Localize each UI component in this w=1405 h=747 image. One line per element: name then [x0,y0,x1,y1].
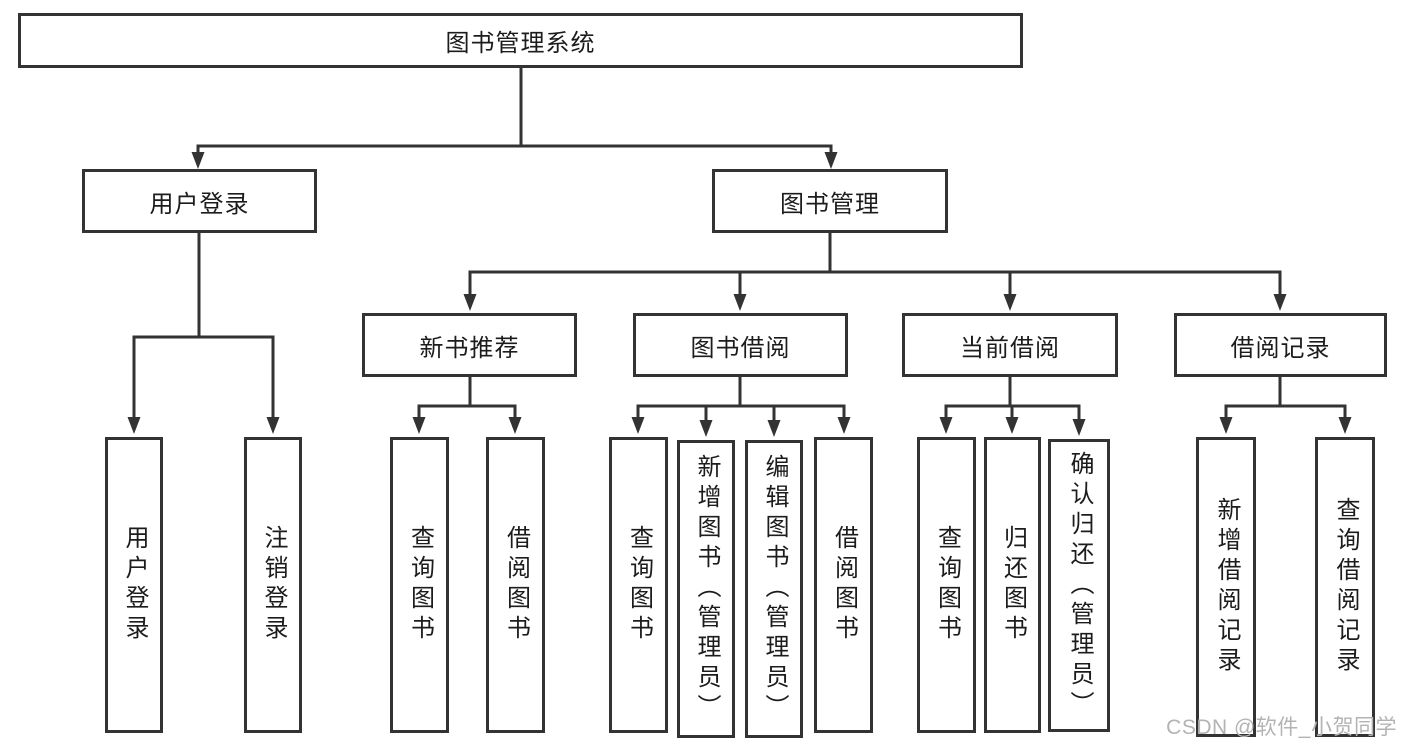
arrowhead-down-icon [939,417,953,434]
edge-current-borrowing-children [939,377,1086,436]
arrowhead-down-icon [1003,294,1017,311]
node-book-management: 图书管理 [712,169,948,233]
arrowhead-down-icon [1072,419,1086,436]
node-cb-confirm-return-admin: 确认归还（管理员） [1048,439,1110,732]
edge-root-to-level2 [191,68,838,169]
arrowhead-down-icon [1005,417,1019,434]
edge-book-borrowing-children [631,377,851,437]
node-cb-query-books: 查询图书 [917,437,976,733]
arrowhead-down-icon [191,152,205,169]
watermark: CSDN @软件_小贺同学 [1166,716,1397,739]
arrowhead-down-icon [837,417,851,434]
node-nbr-query-books: 查询图书 [390,437,449,733]
arrowhead-down-icon [412,417,426,434]
arrowhead-down-icon [699,420,713,437]
node-bb-edit-books-admin: 编辑图书（管理员） [745,440,803,738]
node-cb-return-books: 归还图书 [984,437,1041,733]
arrowhead-down-icon [631,417,645,434]
arrowhead-down-icon [824,152,838,169]
node-current-borrowing: 当前借阅 [902,313,1118,377]
node-br-add-record: 新增借阅记录 [1196,437,1256,737]
arrowhead-down-icon [1219,417,1233,434]
node-nbr-borrow-books: 借阅图书 [486,437,545,733]
node-borrowing-records: 借阅记录 [1174,313,1387,377]
node-logout: 注销登录 [244,437,302,733]
edge-book-management-children [463,233,1287,311]
node-book-borrowing: 图书借阅 [633,313,848,377]
node-bb-add-books-admin: 新增图书（管理员） [677,440,735,738]
arrowhead-down-icon [767,420,781,437]
node-bb-query-books: 查询图书 [609,437,668,733]
arrowhead-down-icon [733,294,747,311]
node-user-login: 用户登录 [82,169,317,233]
arrowhead-down-icon [463,294,477,311]
node-br-query-record: 查询借阅记录 [1315,437,1375,737]
arrowhead-down-icon [127,417,141,434]
node-login: 用户登录 [105,437,163,733]
edge-new-book-recommend-children [412,377,522,434]
edge-user-login-children [127,233,280,434]
arrowhead-down-icon [1273,294,1287,311]
arrowhead-down-icon [266,417,280,434]
node-system: 图书管理系统 [18,13,1023,68]
arrowhead-down-icon [1338,417,1352,434]
arrowhead-down-icon [508,417,522,434]
node-new-book-recommend: 新书推荐 [362,313,577,377]
edge-borrowing-records-children [1219,377,1352,434]
node-bb-borrow-books: 借阅图书 [814,437,873,733]
